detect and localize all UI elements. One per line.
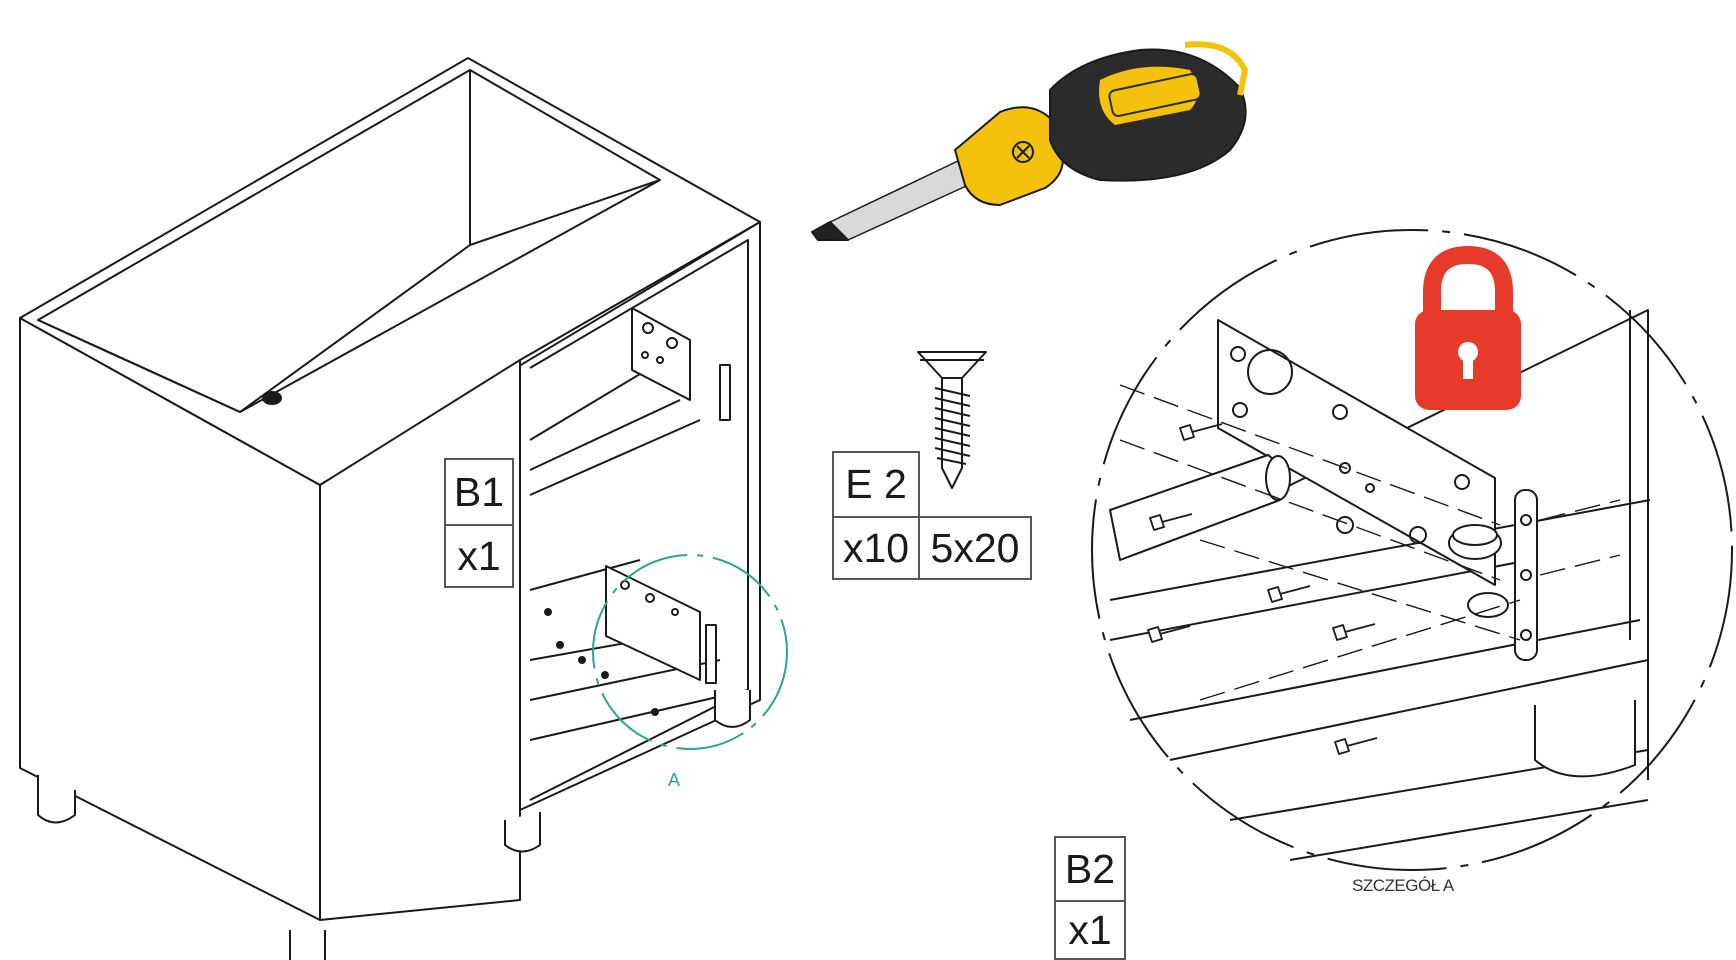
detail-a-drawing [1091, 229, 1733, 871]
detail-caption: SZCZEGÓŁ A [1352, 876, 1454, 895]
screwdriver-icon [811, 41, 1248, 241]
part-e2-size: 5x20 [918, 516, 1032, 580]
part-e2-qty: x10 [832, 516, 920, 580]
detail-circle-a [592, 554, 788, 750]
part-b1-qty: x1 [444, 524, 514, 588]
cabinet-drawing [19, 57, 761, 960]
part-b2-id: B2 [1054, 836, 1126, 902]
part-b2-qty: x1 [1054, 900, 1126, 960]
screw-icon [917, 351, 987, 489]
detail-marker-a: A [668, 770, 681, 790]
part-e2-id: E 2 [832, 451, 920, 518]
padlock-icon [1415, 246, 1521, 410]
part-b1-id: B1 [444, 458, 514, 526]
